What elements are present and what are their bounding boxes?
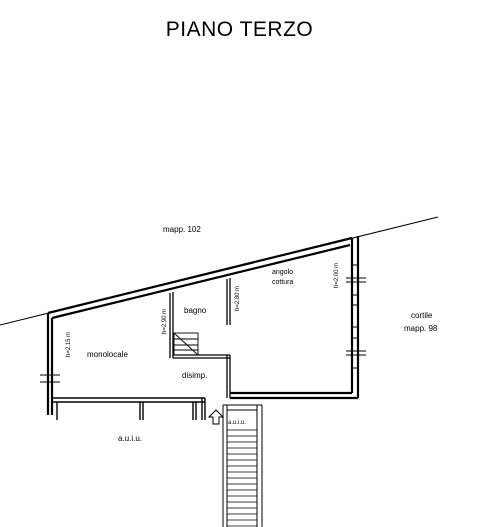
label-angolo: angolo [272, 269, 293, 276]
plan-title: PIANO TERZO [165, 18, 314, 41]
height-bagno: h=2.90 m [162, 309, 168, 334]
label-auiu-left: a.u.i.u. [118, 434, 142, 443]
label-auiu-right: a.u.i.u. [228, 420, 246, 426]
label-mapp-98: mapp. 98 [404, 324, 438, 333]
bottom-walls [52, 397, 206, 420]
label-mapp-102: mapp. 102 [163, 225, 201, 234]
left-window [40, 368, 60, 390]
label-cortile: cortile [411, 311, 433, 320]
right-windows [346, 264, 366, 369]
label-disimp: disimp. [182, 371, 207, 380]
bagno-stair [173, 332, 199, 356]
height-monolocale: h=2.15 m [66, 332, 72, 357]
label-cottura: cottura [272, 279, 294, 286]
label-monolocale: monolocale [87, 350, 128, 359]
entrance-arrow-icon [207, 409, 225, 425]
label-bagno: bagno [184, 306, 207, 315]
stair-steps [227, 429, 257, 527]
height-mid: h=2.80 m [235, 286, 241, 311]
height-angolo: h=2.00 m [334, 263, 340, 288]
outer-walls [46, 236, 360, 415]
